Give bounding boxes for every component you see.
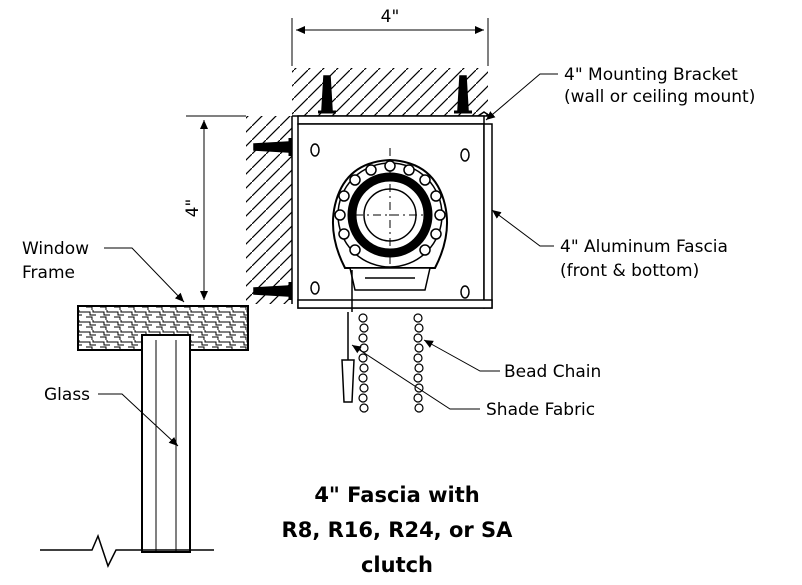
- glass: [141, 334, 191, 553]
- window-frame: [77, 305, 249, 351]
- mounting-bracket-label-line1: 4" Mounting Bracket: [564, 65, 738, 85]
- width-dimension-label: 4": [381, 7, 400, 27]
- bead-chain-label: Bead Chain: [504, 362, 601, 382]
- height-dimension: 4": [183, 115, 246, 300]
- height-dimension-label: 4": [183, 199, 203, 218]
- shade-fabric: [341, 270, 355, 403]
- leader-lines: [98, 73, 558, 447]
- window-frame-label-line1: Window: [22, 239, 89, 259]
- screws: [253, 75, 472, 300]
- caption: 4" Fascia with R8, R16, R24, or SA clutc…: [282, 483, 514, 577]
- clutch-assembly: [332, 148, 448, 291]
- fascia-label-line2: (front & bottom): [560, 261, 699, 281]
- clutch-beads: [334, 160, 446, 256]
- width-dimension: 4": [291, 7, 489, 66]
- fascia-label-line1: 4" Aluminum Fascia: [560, 237, 728, 257]
- caption-line2: R8, R16, R24, or SA: [282, 518, 514, 542]
- shade-fabric-label: Shade Fabric: [486, 400, 595, 420]
- mounting-bracket-label-line2: (wall or ceiling mount): [564, 87, 755, 107]
- caption-line1: 4" Fascia with: [314, 483, 479, 507]
- window-frame-label-line2: Frame: [22, 263, 75, 283]
- glass-label: Glass: [44, 385, 90, 405]
- bead-chains: [358, 313, 424, 413]
- break-line: [40, 533, 214, 568]
- caption-line3: clutch: [361, 553, 433, 577]
